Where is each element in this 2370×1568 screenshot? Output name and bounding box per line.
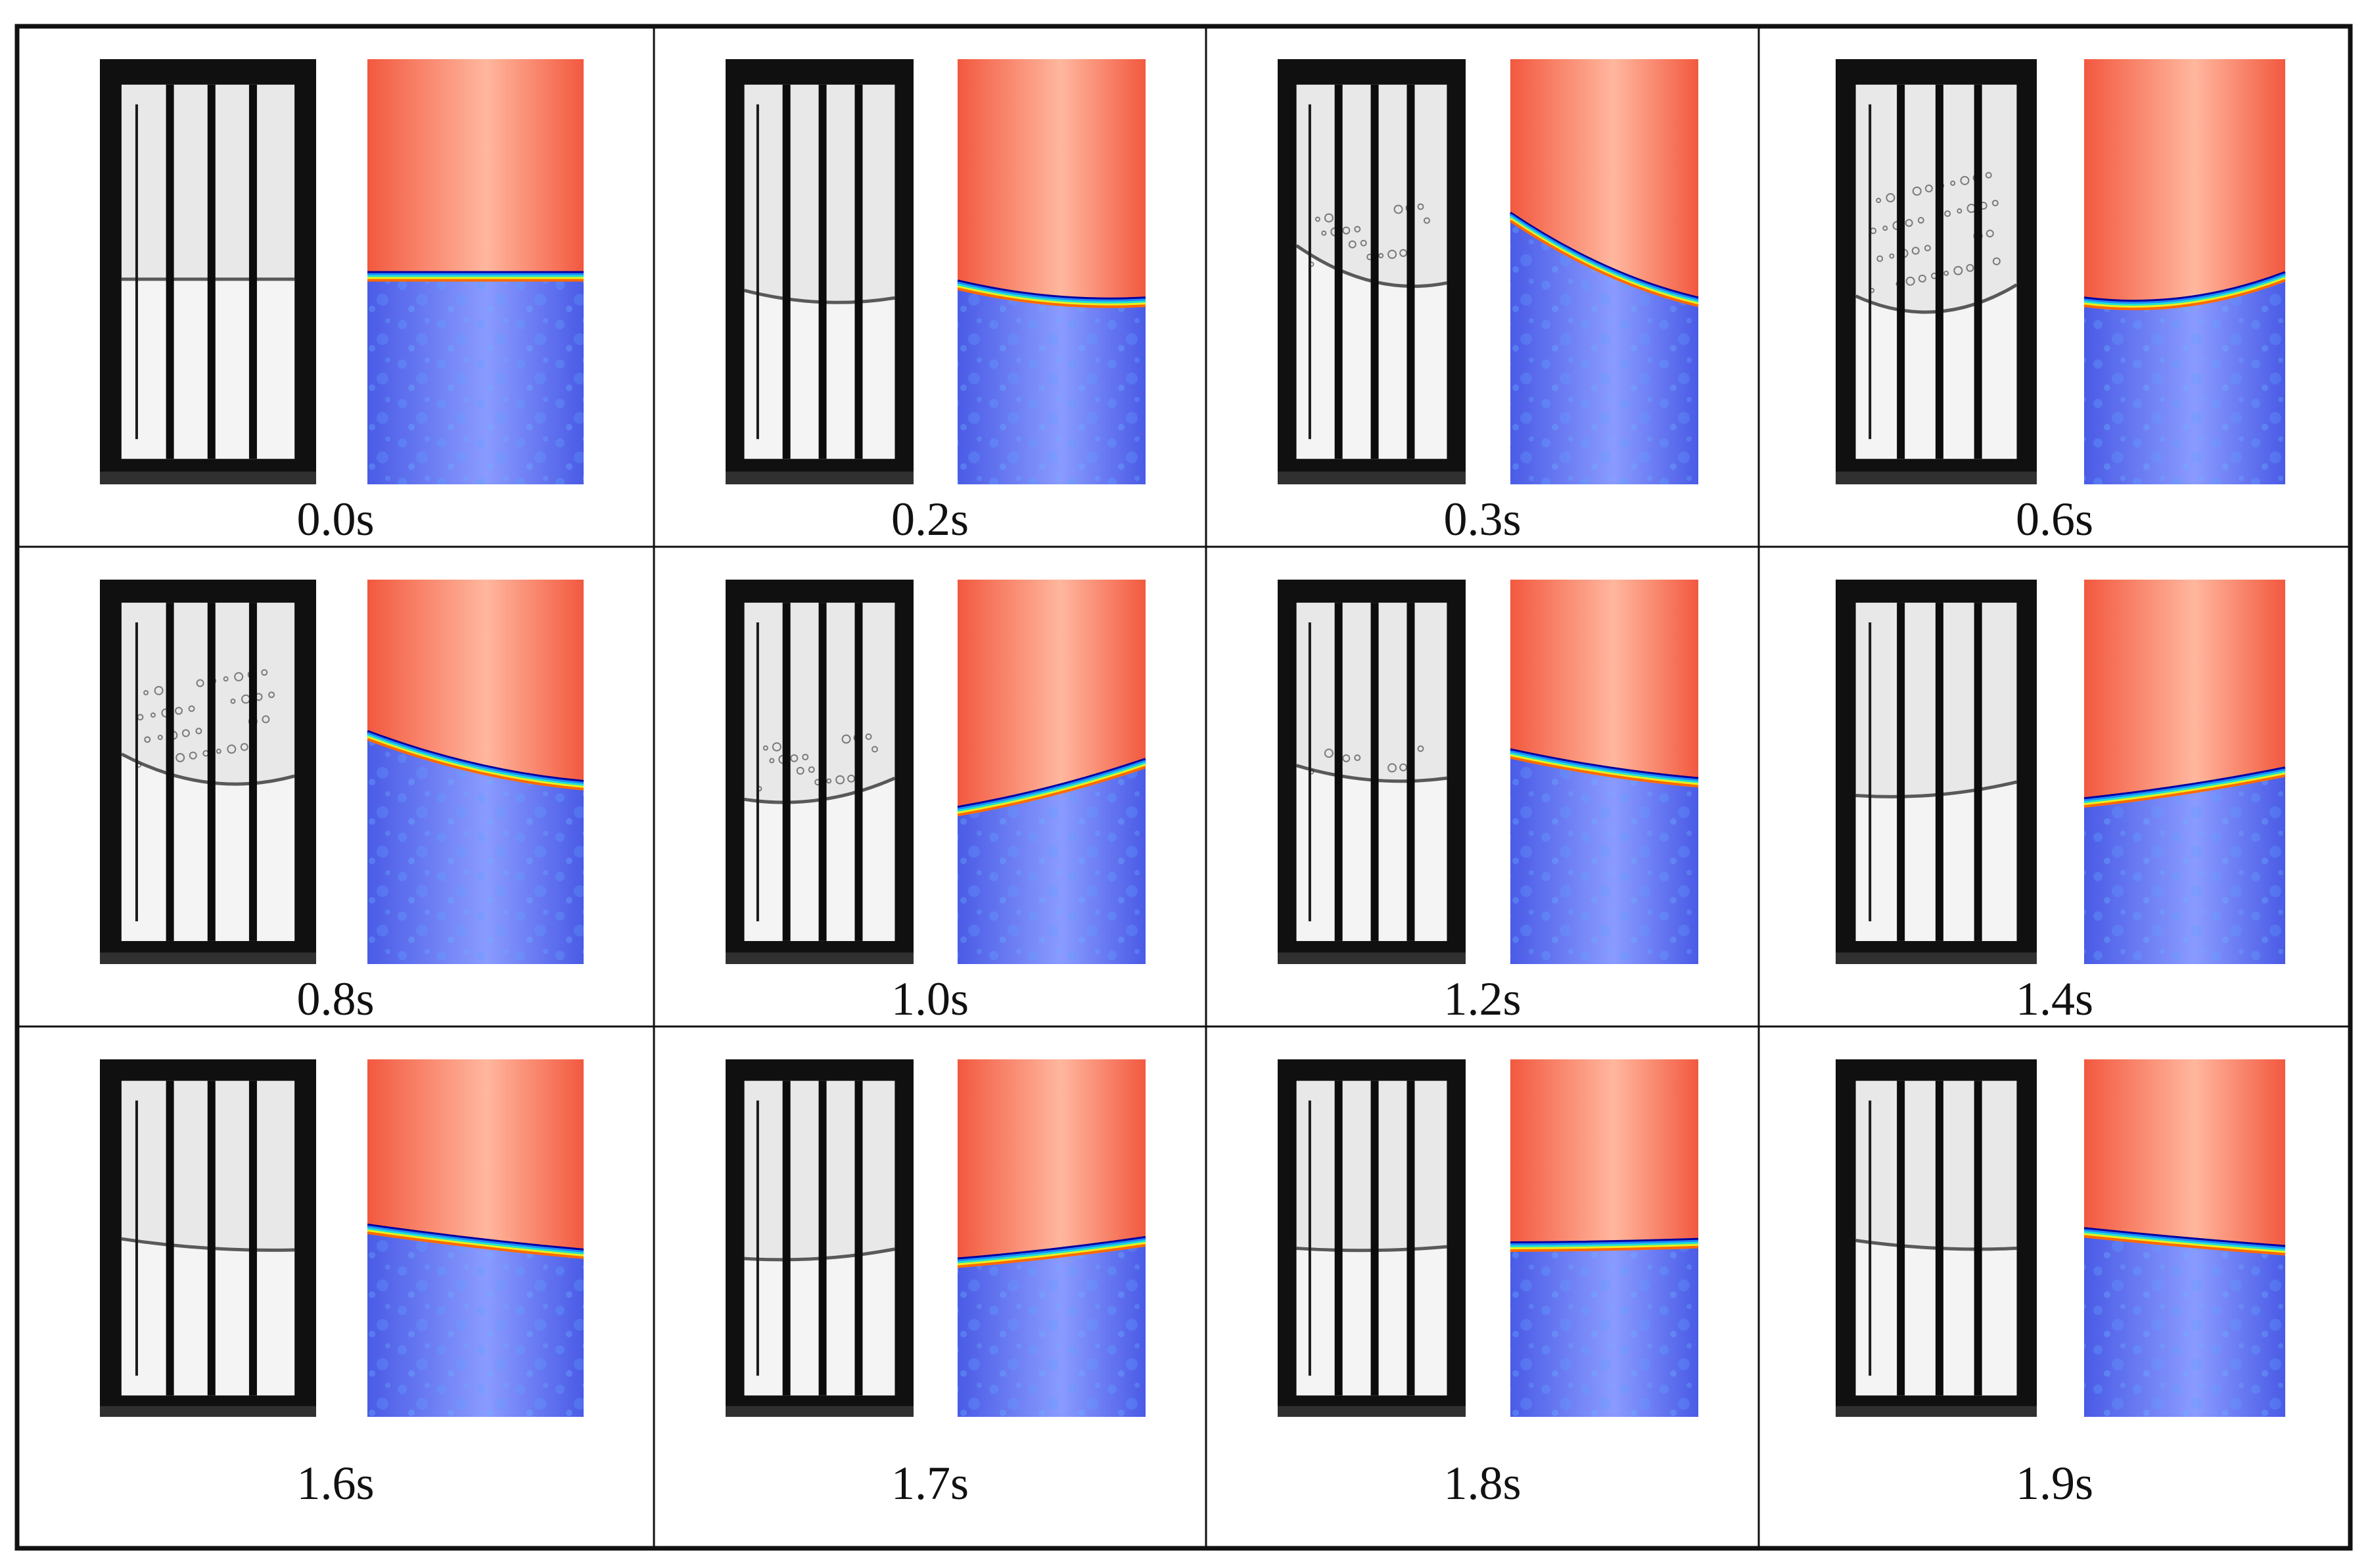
frame-cell: 1.7s xyxy=(726,1059,1146,1510)
frame-cell: 1.9s xyxy=(1836,1059,2286,1510)
experiment-photo xyxy=(100,59,316,484)
experiment-photo xyxy=(100,580,316,964)
simulation-panel xyxy=(367,1059,584,1417)
frame-cell: 0.3s xyxy=(1278,59,1699,545)
simulation-panel xyxy=(957,59,1146,484)
frame-cell: 0.0s xyxy=(100,59,584,545)
time-label: 0.6s xyxy=(2016,493,2093,545)
time-label: 1.6s xyxy=(296,1457,374,1510)
experiment-photo xyxy=(100,1059,316,1417)
frame-cell: 1.2s xyxy=(1278,580,1699,1025)
simulation-panel xyxy=(2083,580,2286,964)
table-grid-lines xyxy=(14,24,2353,1551)
experiment-photo xyxy=(726,1059,914,1417)
frame-grid: 0.0s 0.2s 0.3s 0.6s 0.8s 1.0s 1.2s 1.4s 1.6s 1.7s… xyxy=(100,59,2286,1510)
time-label: 0.8s xyxy=(296,973,374,1025)
simulation-panel xyxy=(367,580,584,964)
experiment-photo xyxy=(726,580,914,964)
table-outer-border xyxy=(14,24,2353,1551)
experiment-photo xyxy=(1836,59,2037,484)
frame-cell: 0.2s xyxy=(726,59,1146,545)
simulation-panel xyxy=(1509,59,1699,484)
time-label: 0.3s xyxy=(1443,493,1521,545)
experiment-photo xyxy=(1278,580,1466,964)
simulation-panel xyxy=(957,580,1146,964)
frame-cell: 1.4s xyxy=(1836,580,2286,1025)
time-label: 1.2s xyxy=(1443,973,1521,1025)
time-label: 1.8s xyxy=(1443,1457,1521,1510)
frame-cell: 1.8s xyxy=(1278,1059,1699,1510)
time-label: 1.0s xyxy=(891,973,969,1025)
simulation-panel xyxy=(367,59,584,484)
simulation-panel xyxy=(2083,1059,2286,1417)
experiment-photo xyxy=(726,59,914,484)
experiment-photo xyxy=(1278,1059,1466,1417)
experiment-photo xyxy=(1278,59,1466,484)
experiment-photo xyxy=(1836,580,2037,964)
frame-cell: 1.0s xyxy=(726,580,1146,1025)
time-label: 1.4s xyxy=(2016,973,2093,1025)
simulation-panel xyxy=(1510,1059,1699,1417)
experiment-photo xyxy=(1836,1059,2037,1417)
time-label: 0.0s xyxy=(296,493,374,545)
time-label: 1.9s xyxy=(2016,1457,2093,1510)
frame-cell: 0.6s xyxy=(1836,59,2286,545)
simulation-panel xyxy=(1510,580,1699,964)
time-label: 0.2s xyxy=(891,493,969,545)
simulation-panel xyxy=(957,1059,1146,1417)
frame-cell: 0.8s xyxy=(100,580,584,1025)
time-label: 1.7s xyxy=(891,1457,969,1510)
simulation-panel xyxy=(2083,59,2286,484)
frame-cell: 1.6s xyxy=(100,1059,584,1510)
